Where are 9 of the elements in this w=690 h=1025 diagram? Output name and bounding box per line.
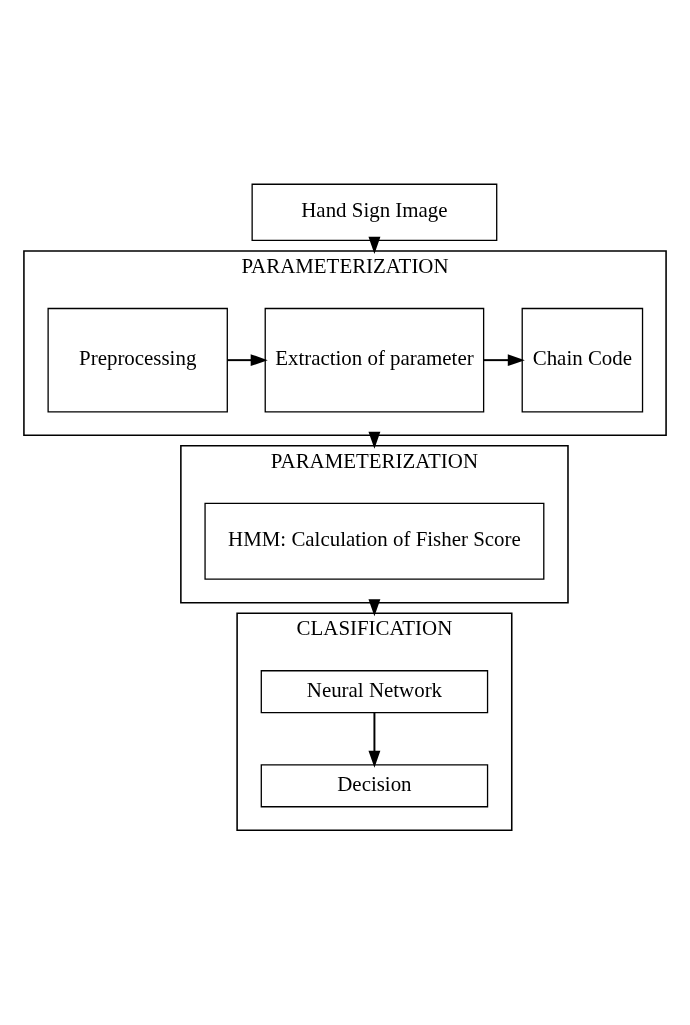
arrow <box>226 354 268 367</box>
node-box: HMM: Calculation of Fisher Score <box>204 502 545 580</box>
node-box: Preprocessing <box>47 307 228 413</box>
node-box: Neural Network <box>260 670 489 714</box>
arrow <box>368 711 381 768</box>
node-box: Extraction of parameter <box>264 307 485 413</box>
node-box: Decision <box>260 764 489 808</box>
arrow <box>482 354 525 367</box>
node-box: Chain Code <box>521 307 644 413</box>
